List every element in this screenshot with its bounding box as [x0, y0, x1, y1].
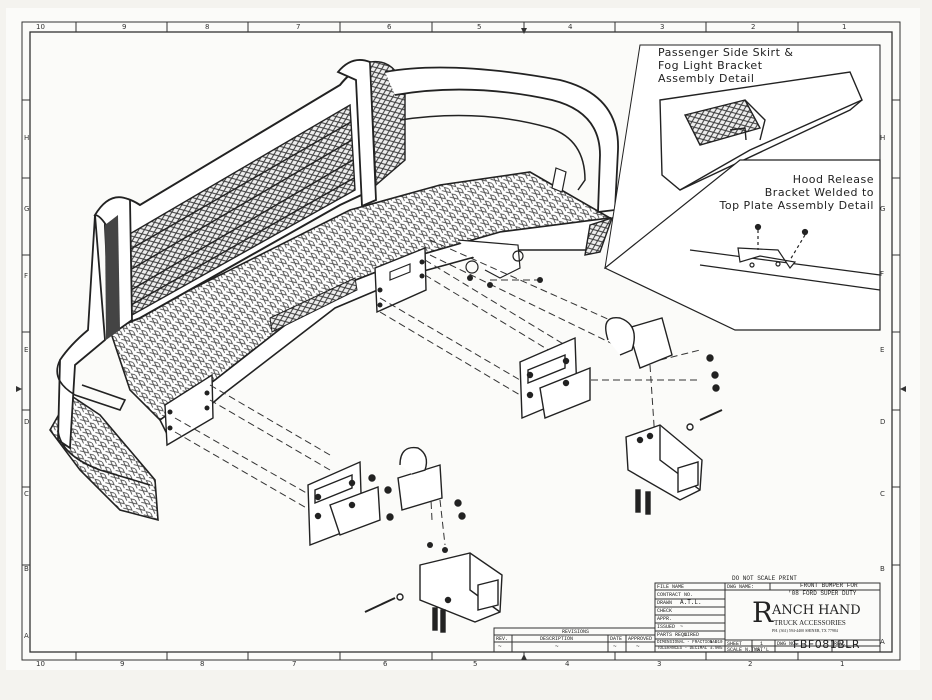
tb-dwg-no-label: DWG NO. [777, 641, 799, 647]
rev-row-date: ~ [613, 643, 617, 650]
tb-sheet-label: SHEET [727, 641, 743, 647]
rev-col-rev: REV. [496, 636, 509, 642]
zone-row-f-left: F [24, 272, 29, 280]
sheet-border [21, 21, 901, 661]
rev-col-approved: APPROVED [628, 636, 653, 642]
tb-check: CHECK [657, 608, 673, 614]
detail-label-skirt-line2: Fog Light Bracket [658, 59, 763, 72]
revisions-title: REVISIONS [562, 629, 590, 635]
zone-row-d-left: D [24, 418, 30, 426]
assembly-lines [174, 239, 701, 546]
detail-label-skirt-line1: Passenger Side Skirt & [658, 46, 794, 59]
title-block-frame [493, 582, 881, 653]
zone-col-9-top: 9 [122, 23, 127, 31]
tb-parts-value: 1 [684, 632, 688, 638]
tb-dims: DIMENSIONAL - FRACTIONAL [657, 641, 718, 645]
tb-dwg-name-2: '08 FORD SUPER DUTY [788, 590, 857, 597]
zone-col-8-top: 8 [205, 23, 210, 31]
tb-dwg-name-1: FRONT BUMPER FOR [800, 582, 858, 589]
zone-col-10-top: 10 [36, 23, 45, 31]
zone-col-1-bottom: 1 [840, 660, 845, 668]
tb-drawn: DRAWN [657, 600, 673, 606]
detail-label-hood-line1: Hood Release [792, 173, 874, 186]
zone-col-6-top: 6 [387, 23, 392, 31]
rev-col-date: DATE [610, 636, 623, 642]
left-receiver-tube [364, 552, 503, 633]
left-mount-bracket [307, 460, 394, 547]
right-mount-bracket [519, 336, 591, 420]
zone-col-5-top: 5 [477, 23, 482, 31]
tb-contract-no: CONTRACT NO. [657, 592, 694, 598]
zone-ticks [22, 22, 900, 660]
detail-box-hood [603, 159, 881, 331]
zone-row-h-right: H [880, 134, 886, 142]
zone-row-g-right: G [880, 205, 886, 213]
zone-col-4-bottom: 4 [565, 660, 570, 668]
hardware [427, 275, 543, 553]
zone-col-5-bottom: 5 [473, 660, 478, 668]
right-tow-hook [605, 316, 723, 431]
tb-dwg-name-label: DWG NAME: [727, 584, 755, 590]
zone-row-e-left: E [24, 346, 29, 354]
company-addr: PH. (361) 594-4400 SHINER, TX 77984 [772, 628, 838, 633]
detail-label-skirt-line3: Assembly Detail [658, 72, 755, 85]
tb-tol-val: ±.005 [710, 647, 723, 651]
tb-drawn-by: A.T.L. [680, 599, 702, 606]
zone-col-1-top: 1 [842, 23, 847, 31]
zone-row-a-left: A [24, 632, 29, 640]
rev-row-description: ~ [555, 643, 559, 650]
zone-col-2-top: 2 [751, 23, 756, 31]
company-initial: R [752, 596, 774, 629]
zone-col-7-bottom: 7 [292, 660, 297, 668]
detail-label-hood: Hood Release Bracket Welded to Top Plate… [712, 173, 874, 212]
tb-tolerances: TOLERANCES - DECIMAL [657, 647, 708, 651]
rev-row-approved: ~ [636, 643, 640, 650]
company-name: ANCH HAND [772, 603, 861, 618]
zone-col-7-top: 7 [296, 23, 301, 31]
right-receiver-tube [625, 424, 703, 515]
zone-row-d-right: D [880, 418, 886, 426]
detail-label-skirt: Passenger Side Skirt & Fog Light Bracket… [658, 46, 793, 85]
tb-dwg-no: FBF081BLR [793, 638, 861, 651]
company-sub: TRUCK ACCESSORIES [774, 619, 846, 627]
rev-col-description: DESCRIPTION [540, 636, 574, 642]
tb-issued-value: ~ [680, 624, 684, 630]
tb-appr: APPR. [657, 616, 673, 622]
zone-row-g-left: G [24, 205, 30, 213]
zone-row-c-left: C [24, 490, 29, 498]
zone-row-h-left: H [24, 134, 30, 142]
tb-dims-tol: ±.010 [710, 641, 723, 645]
tb-sheet-value: 1 [760, 641, 764, 647]
company-logo: R ANCH HAND TRUCK ACCESSORIES PH. (361) … [752, 598, 880, 638]
tb-issued: ISSUED [657, 624, 676, 630]
zone-row-b-left: B [24, 565, 29, 573]
zone-col-9-bottom: 9 [120, 660, 125, 668]
zone-col-6-bottom: 6 [383, 660, 388, 668]
tb-scale: SCALE N.T.S. [727, 647, 764, 653]
zone-col-8-bottom: 8 [200, 660, 205, 668]
zone-col-2-bottom: 2 [748, 660, 753, 668]
tb-matl: MAT'L [754, 647, 770, 653]
tb-file-name: FILE NAME [657, 584, 685, 590]
tb-rev-value: ~ [846, 644, 850, 651]
do-not-scale-note: DO NOT SCALE PRINT [732, 575, 797, 582]
rev-row-rev: ~ [498, 643, 502, 650]
zone-row-e-right: E [880, 346, 885, 354]
detail-label-hood-line2: Bracket Welded to [764, 186, 874, 199]
zone-row-a-right: A [880, 638, 885, 646]
zone-col-3-top: 3 [660, 23, 665, 31]
bumper-assembly [49, 59, 619, 522]
zone-col-4-top: 4 [568, 23, 573, 31]
zone-row-b-right: B [880, 565, 885, 573]
detail-label-hood-line3: Top Plate Assembly Detail [719, 199, 874, 212]
tb-parts-required: PARTS REQUIRED [657, 632, 700, 638]
zone-row-f-right: F [880, 270, 885, 278]
left-tow-hook [397, 446, 466, 520]
zone-row-c-right: C [880, 490, 885, 498]
zone-col-10-bottom: 10 [36, 660, 45, 668]
tb-rev-label: REV. [834, 641, 847, 647]
zone-col-3-bottom: 3 [657, 660, 662, 668]
